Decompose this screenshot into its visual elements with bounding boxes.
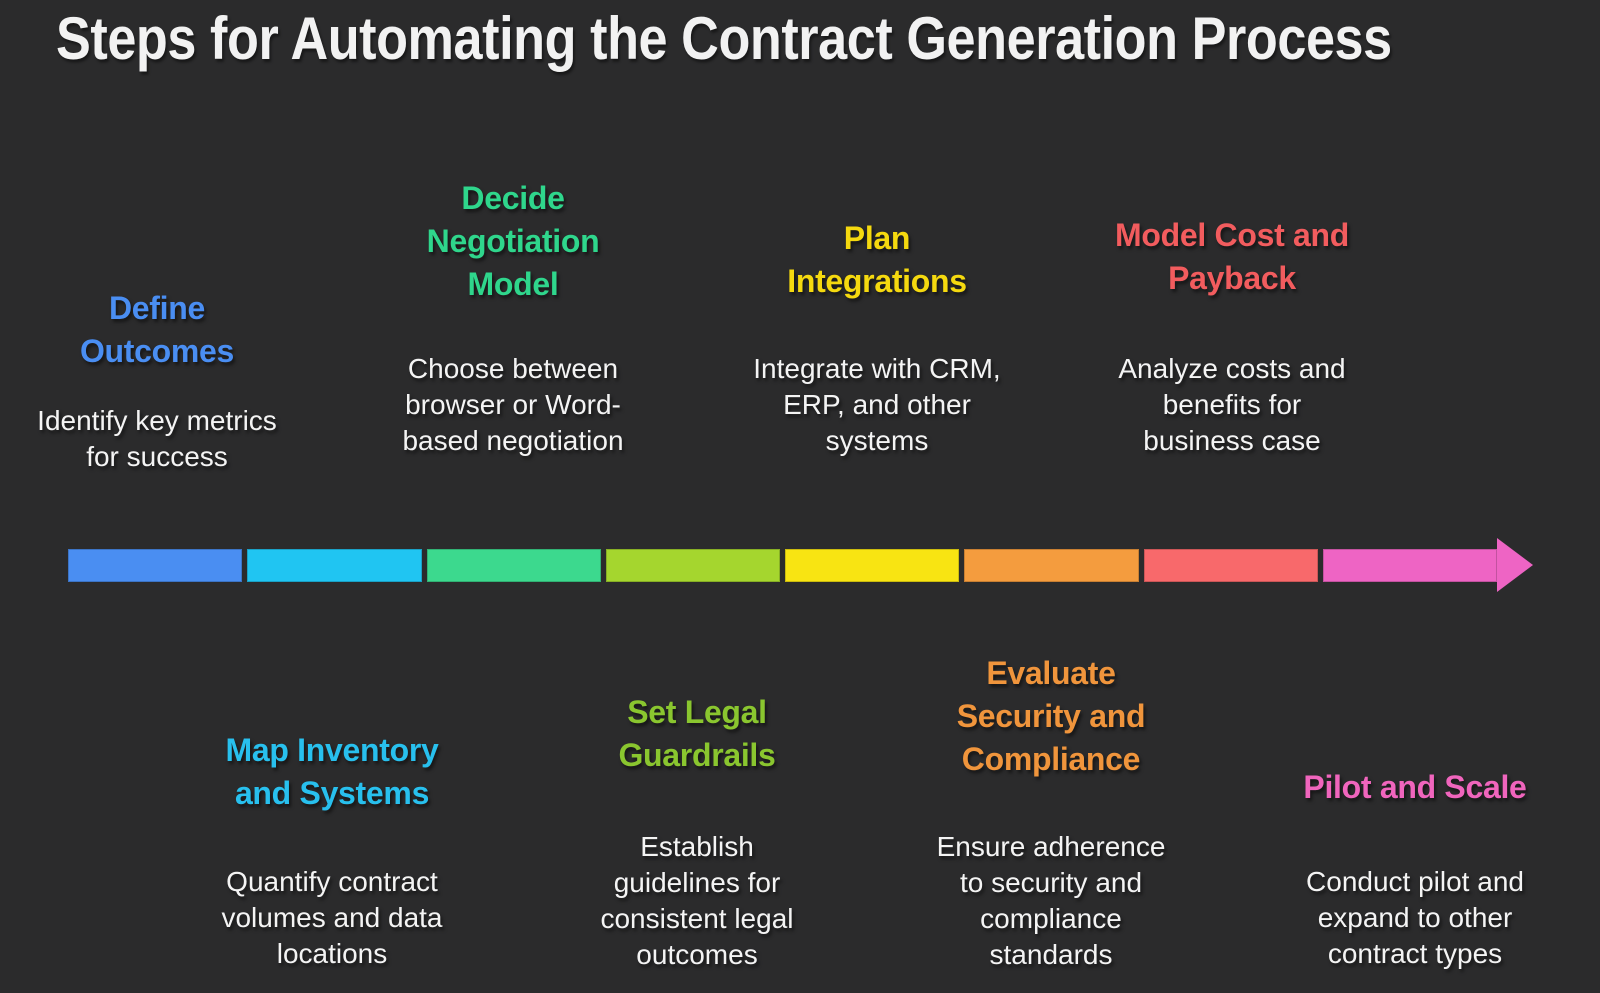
page-title: Steps for Automating the Contract Genera… (56, 5, 1392, 72)
step-block-model-cost-and-payback: Model Cost and Payback Analyze costs and… (1042, 214, 1422, 459)
step-block-decide-negotiation-model: Decide Negotiation Model Choose between … (323, 177, 703, 459)
step-description: Quantify contract volumes and data locat… (221, 866, 443, 969)
step-description: Establish guidelines for consistent lega… (600, 831, 794, 970)
step-block-define-outcomes: Define Outcomes Identify key metrics for… (0, 287, 347, 475)
timeline-arrowhead-icon (1497, 538, 1533, 592)
step-title: Model Cost and Payback (1114, 217, 1350, 296)
step-title: Evaluate Security and Compliance (956, 655, 1146, 777)
timeline-segment (247, 549, 422, 582)
process-timeline (68, 549, 1497, 582)
step-title: Plan Integrations (787, 220, 967, 299)
step-description: Integrate with CRM, ERP, and other syste… (753, 353, 1001, 456)
step-description: Identify key metrics for success (37, 405, 277, 472)
step-block-plan-integrations: Plan Integrations Integrate with CRM, ER… (687, 217, 1067, 459)
step-description: Choose between browser or Word- based ne… (402, 353, 624, 456)
step-description: Analyze costs and benefits for business … (1118, 353, 1346, 456)
timeline-segment (426, 549, 601, 582)
timeline-segment (68, 549, 243, 582)
step-title: Pilot and Scale (1303, 769, 1527, 805)
timeline-segment (1143, 549, 1318, 582)
step-title: Define Outcomes (79, 290, 235, 369)
step-block-set-legal-guardrails: Set Legal Guardrails Establish guideline… (507, 691, 887, 973)
step-block-evaluate-security-and-compliance: Evaluate Security and Compliance Ensure … (861, 652, 1241, 973)
step-description: Conduct pilot and expand to other contra… (1306, 866, 1524, 969)
timeline-segment (785, 549, 960, 582)
timeline-segment (605, 549, 780, 582)
timeline-segment (1322, 549, 1497, 582)
step-description: Ensure adherence to security and complia… (936, 831, 1166, 970)
step-title: Map Inventory and Systems (225, 732, 439, 811)
step-title: Decide Negotiation Model (426, 180, 600, 302)
step-block-pilot-and-scale: Pilot and Scale Conduct pilot and expand… (1225, 766, 1600, 972)
step-block-map-inventory-and-systems: Map Inventory and Systems Quantify contr… (142, 729, 522, 972)
step-title: Set Legal Guardrails (618, 694, 776, 773)
timeline-segment (964, 549, 1139, 582)
